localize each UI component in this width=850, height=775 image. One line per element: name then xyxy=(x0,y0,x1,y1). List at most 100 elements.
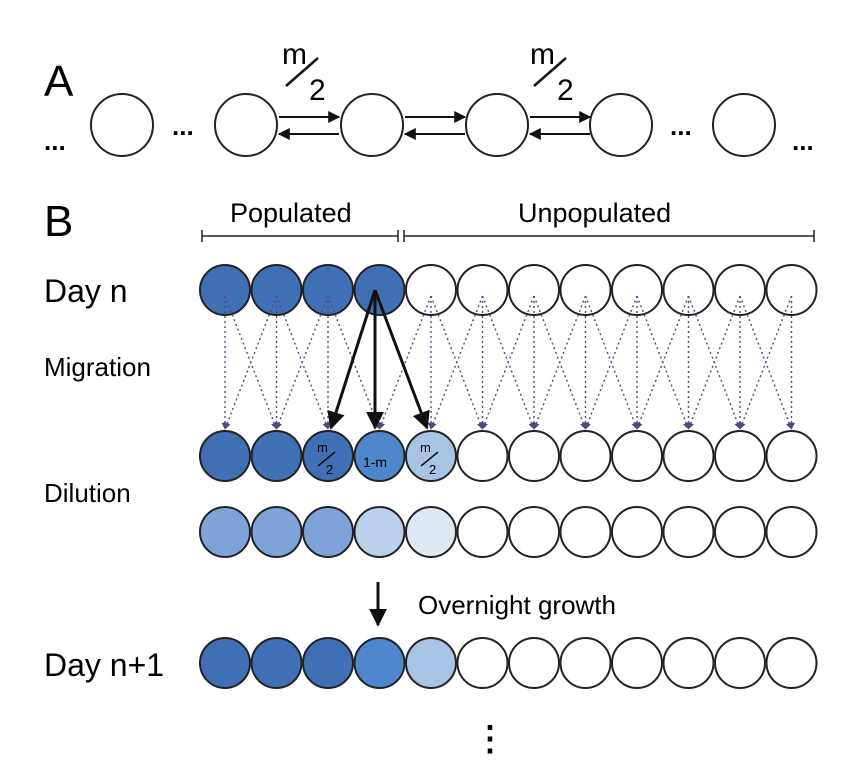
row-after-migration xyxy=(199,430,818,482)
deme-cell xyxy=(353,637,406,689)
dotted-migration-arrow xyxy=(584,295,638,430)
deme-cell xyxy=(765,264,818,316)
dotted-migration-arrow xyxy=(327,295,381,430)
highlighted-migration-arrows xyxy=(327,289,430,430)
deme-cell xyxy=(353,506,406,558)
rate-fraction-slash xyxy=(285,57,319,87)
deme-cell xyxy=(250,506,303,558)
deme-cell xyxy=(611,430,663,482)
cell-label-one-minus-m: 1-m xyxy=(363,454,387,470)
deme-cell xyxy=(405,637,457,689)
deme-cell xyxy=(765,506,818,558)
ellipsis-between: ... xyxy=(670,111,692,141)
migration-label: Migration xyxy=(44,352,151,382)
bold-arrow-left xyxy=(327,289,377,430)
deme-cell xyxy=(714,637,766,689)
deme-cell xyxy=(765,430,818,482)
deme-cell xyxy=(714,264,766,316)
deme-circle xyxy=(340,93,404,157)
deme-cell xyxy=(199,637,251,689)
unpopulated-label: Unpopulated xyxy=(518,198,671,228)
deme-circle xyxy=(90,93,154,157)
deme-cell xyxy=(611,637,663,689)
dotted-migration-arrow xyxy=(378,295,432,430)
deme-cell xyxy=(302,506,354,558)
deme-cell xyxy=(508,637,560,689)
cell-label-den: 2 xyxy=(326,462,333,477)
cell-label-den: 2 xyxy=(429,462,436,477)
vertical-ellipsis: ⋮ xyxy=(473,720,507,758)
cell-label-num: m xyxy=(317,440,328,455)
deme-cell xyxy=(302,430,354,482)
bold-arrow-right xyxy=(373,289,430,430)
row-day-n1 xyxy=(199,637,818,689)
panel-a-label: A xyxy=(44,57,74,106)
deme-cell xyxy=(662,264,715,316)
deme-cell xyxy=(456,637,509,689)
dotted-migration-arrow xyxy=(481,295,535,430)
deme-circle xyxy=(465,93,529,157)
deme-cell xyxy=(559,430,612,482)
cell-fraction-slash xyxy=(317,451,336,467)
deme-cell xyxy=(714,430,766,482)
ellipsis-left: ... xyxy=(44,126,66,156)
deme-cell xyxy=(662,637,715,689)
deme-cell xyxy=(714,506,766,558)
deme-cell xyxy=(559,264,612,316)
dotted-migration-arrows xyxy=(221,295,795,430)
overnight-growth-label: Overnight growth xyxy=(418,590,616,620)
cell-label-m-half-right: m 2 xyxy=(420,440,439,477)
ellipsis-right: ... xyxy=(792,126,814,156)
unpopulated-bracket xyxy=(403,230,815,242)
deme-cell xyxy=(302,637,354,689)
deme-cell xyxy=(199,506,251,558)
rate-denominator: 2 xyxy=(557,74,574,107)
row-day-n xyxy=(199,264,818,316)
deme-cell xyxy=(353,430,406,482)
deme-cell xyxy=(508,430,560,482)
dilution-label: Dilution xyxy=(44,478,131,508)
row-after-dilution xyxy=(199,506,818,558)
deme-cell xyxy=(199,430,251,482)
deme-cell xyxy=(508,506,560,558)
dotted-migration-arrow xyxy=(636,295,690,430)
deme-cell xyxy=(765,637,818,689)
deme-cell xyxy=(456,430,509,482)
rate-denominator: 2 xyxy=(309,74,326,107)
dotted-migration-arrow xyxy=(224,295,278,430)
panel-b-label: B xyxy=(44,197,73,246)
day-n-label: Day n xyxy=(44,273,128,309)
cell-label-num: m xyxy=(420,440,431,455)
deme-cell xyxy=(353,264,406,316)
ellipsis-between: ... xyxy=(172,111,194,141)
deme-cell xyxy=(456,506,509,558)
rate-fraction-slash xyxy=(533,57,567,87)
populated-label: Populated xyxy=(230,198,352,228)
rate-numerator: m xyxy=(282,38,307,71)
deme-cell xyxy=(456,264,509,316)
deme-cell xyxy=(250,264,303,316)
deme-cell xyxy=(611,264,663,316)
dotted-migration-arrow xyxy=(430,295,484,430)
deme-cell xyxy=(405,506,457,558)
deme-cell xyxy=(559,637,612,689)
deme-cell xyxy=(302,264,354,316)
day-n1-label: Day n+1 xyxy=(44,647,164,683)
deme-cell xyxy=(250,637,303,689)
dotted-migration-arrow xyxy=(739,295,793,430)
rate-numerator: m xyxy=(530,38,555,71)
deme-circle xyxy=(214,93,278,157)
populated-bracket xyxy=(201,230,399,242)
dotted-migration-arrow xyxy=(687,295,741,430)
deme-cell xyxy=(405,264,457,316)
deme-cell xyxy=(405,430,457,482)
deme-cell xyxy=(250,430,303,482)
dotted-migration-arrow xyxy=(533,295,587,430)
cell-fraction-slash xyxy=(420,451,439,467)
dotted-migration-arrow xyxy=(275,295,329,430)
deme-cell xyxy=(199,264,251,316)
cell-label-m-half-left: m 2 xyxy=(317,440,336,477)
deme-cell xyxy=(611,506,663,558)
